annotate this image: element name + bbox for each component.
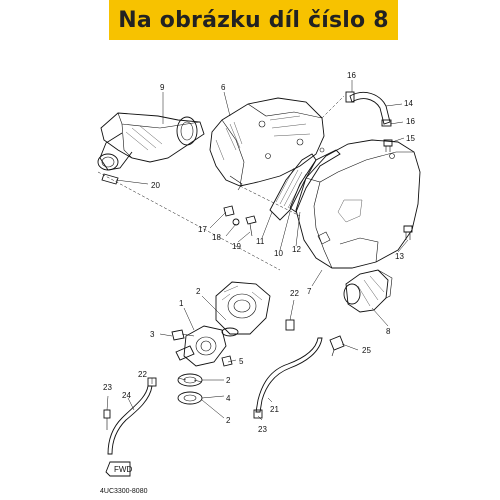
callout-7: 7	[307, 287, 312, 296]
drawing-code: 4UC3300-8080	[100, 488, 148, 495]
callout-1: 1	[179, 299, 184, 308]
case-gasket	[289, 149, 341, 213]
callout-15: 15	[406, 134, 415, 143]
callout-4: 4	[226, 394, 231, 403]
callout-8: 8	[386, 327, 391, 336]
air-cleaner-lower-case	[295, 139, 421, 269]
callout-16-right: 16	[406, 117, 415, 126]
callout-19: 19	[232, 242, 241, 251]
callout-10: 10	[274, 249, 283, 258]
air-cleaner-joint	[343, 269, 393, 313]
fwd-arrow-mark: FWD	[105, 461, 132, 477]
vacuum-hose-right	[253, 319, 323, 419]
callout-14: 14	[404, 99, 413, 108]
callout-3: 3	[150, 330, 155, 339]
callout-2-top: 2	[196, 287, 201, 296]
intake-manifold	[175, 325, 227, 367]
callout-18: 18	[212, 233, 221, 242]
callout-22-right: 22	[290, 289, 299, 298]
callout-23-right: 23	[258, 425, 267, 434]
part-callouts: 9 6 16 14 16 15 20 17 18 19 11 10 12 7 1…	[103, 71, 415, 434]
callout-17: 17	[198, 225, 207, 234]
callout-25: 25	[362, 346, 371, 355]
callout-6: 6	[221, 83, 226, 92]
callout-9: 9	[160, 83, 165, 92]
callout-2-low: 2	[226, 416, 231, 425]
callout-12: 12	[292, 245, 301, 254]
hose-clip	[329, 335, 345, 357]
fwd-label: FWD	[114, 465, 132, 474]
reed-valve-assembly	[215, 281, 271, 337]
title-banner: Na obrázku díl číslo 8	[109, 0, 398, 40]
callout-5: 5	[239, 357, 244, 366]
intake-duct	[97, 112, 205, 185]
callout-11: 11	[256, 237, 265, 246]
callout-13: 13	[395, 252, 404, 261]
callout-20: 20	[151, 181, 160, 190]
air-cleaner-upper-case	[209, 97, 325, 191]
drain-screw	[403, 225, 413, 240]
breather-hose	[345, 91, 392, 127]
callout-16-top: 16	[347, 71, 356, 80]
callout-22-left: 22	[138, 370, 147, 379]
bolt-hardware	[223, 205, 257, 237]
callout-23-left: 23	[103, 383, 112, 392]
callout-21: 21	[270, 405, 279, 414]
callout-24: 24	[122, 391, 131, 400]
case-screw	[383, 139, 393, 152]
banner-title: Na obrázku díl číslo 8	[118, 7, 389, 33]
intake-gaskets	[177, 373, 203, 405]
manifold-bolts	[171, 329, 233, 367]
callout-2-mid: 2	[226, 376, 231, 385]
leader-lines	[106, 80, 409, 421]
assembly-boundary	[97, 95, 345, 271]
